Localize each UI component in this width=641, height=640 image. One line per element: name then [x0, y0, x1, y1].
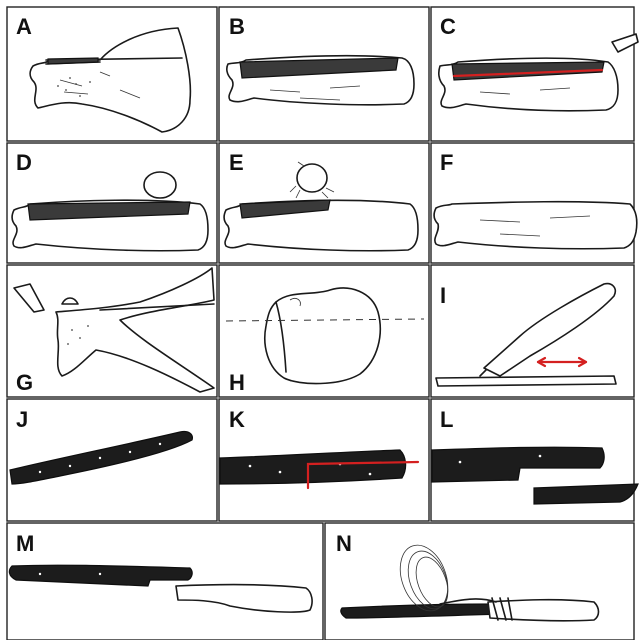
panel-label-b: B	[229, 14, 245, 39]
panel-label-d: D	[16, 150, 32, 175]
panel-label-a: A	[16, 14, 32, 39]
panel-label-e: E	[229, 150, 244, 175]
panel-label-k: K	[229, 407, 245, 432]
panel-label-n: N	[336, 531, 352, 556]
panel-label-i: I	[440, 283, 446, 308]
panel-label-g: G	[16, 370, 33, 395]
hammerstone	[297, 164, 327, 192]
panel-label-c: C	[440, 14, 456, 39]
panel-label-m: M	[16, 531, 34, 556]
plain-bone-shaft-drawing	[434, 202, 637, 249]
hammerstone	[144, 172, 176, 198]
panel-label-l: L	[440, 407, 453, 432]
stick-lower-part	[534, 484, 638, 504]
panel-label-h: H	[229, 370, 245, 395]
bone-hatched-groove-drawing	[227, 56, 414, 105]
panel-label-j: J	[16, 407, 28, 432]
panel-label-f: F	[440, 150, 453, 175]
base-stick	[436, 376, 616, 386]
